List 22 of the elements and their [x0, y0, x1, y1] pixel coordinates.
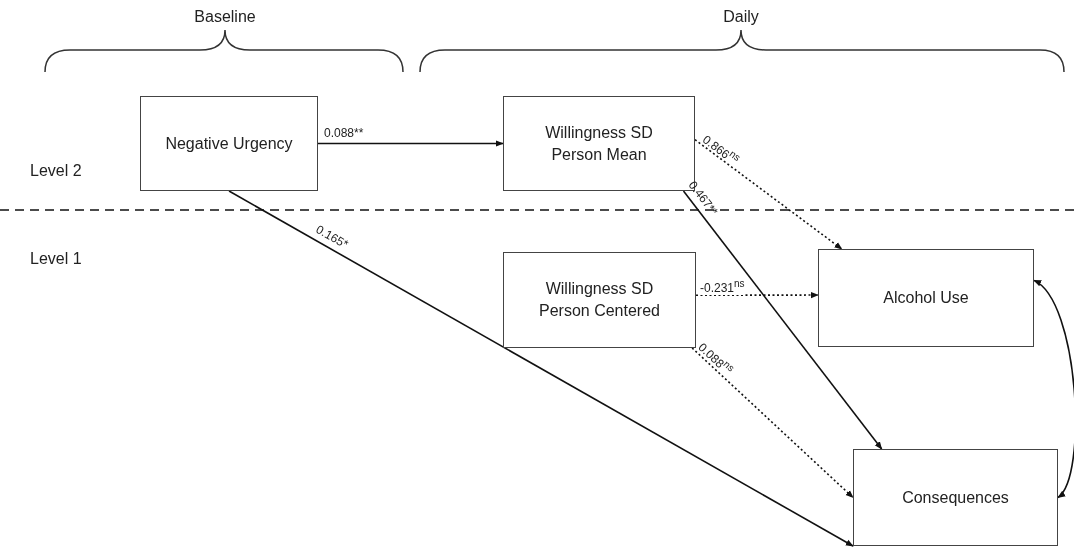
- arrow: [695, 291, 819, 299]
- variable-box: [853, 449, 1058, 546]
- coefficient-label: 0.088**: [324, 126, 364, 140]
- variable-name: Consequences: [902, 487, 1009, 508]
- variable-name: Alcohol Use: [883, 288, 969, 309]
- arrow: [682, 190, 883, 450]
- arrow: [317, 140, 504, 147]
- variable-box: [503, 252, 696, 348]
- arrow: [228, 190, 854, 547]
- variable-name: Willingness SD Person Centered: [538, 279, 661, 321]
- level-label: Level 1: [30, 250, 82, 268]
- period-label: Baseline: [194, 8, 256, 26]
- level-label: Level 2: [30, 162, 82, 180]
- coefficient-label: -0.231$^{ns}$: [699, 278, 745, 296]
- variable-box: [140, 96, 318, 191]
- arrow: [694, 138, 843, 250]
- curved-arrow: [1033, 279, 1074, 499]
- period-label: Daily: [723, 8, 759, 26]
- variable-name: Willingness SD Person Mean: [544, 122, 654, 165]
- variable-name: Negative Urgency: [165, 133, 293, 154]
- variable-box: [818, 249, 1034, 347]
- arrow: [691, 347, 854, 499]
